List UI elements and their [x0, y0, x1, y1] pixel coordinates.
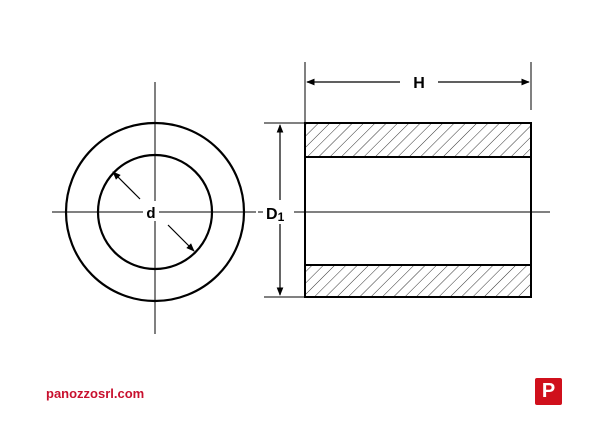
inner-diameter-arrow-upper	[112, 171, 141, 200]
inner-diameter-arrow-lower	[167, 224, 195, 252]
inner-diameter-label: d	[146, 205, 155, 222]
top-wall-section	[304, 122, 532, 158]
panozzo-logo: P	[535, 378, 562, 405]
height-label: H	[413, 75, 425, 92]
outer-circle	[64, 121, 246, 303]
inner-circle	[96, 153, 214, 271]
side-section-view: D1 H	[258, 62, 550, 298]
bushing-outline	[304, 122, 532, 298]
outer-diameter-label: D1	[266, 206, 285, 224]
inner-diameter-label-bg	[143, 201, 159, 221]
front-view: d	[52, 82, 256, 334]
bottom-wall-section	[304, 264, 532, 298]
website-link[interactable]: panozzosrl.com	[46, 386, 145, 401]
outer-diameter-subscript: 1	[278, 210, 285, 224]
outer-diameter-label-bg	[263, 201, 294, 223]
logo-letter: P	[541, 380, 556, 402]
